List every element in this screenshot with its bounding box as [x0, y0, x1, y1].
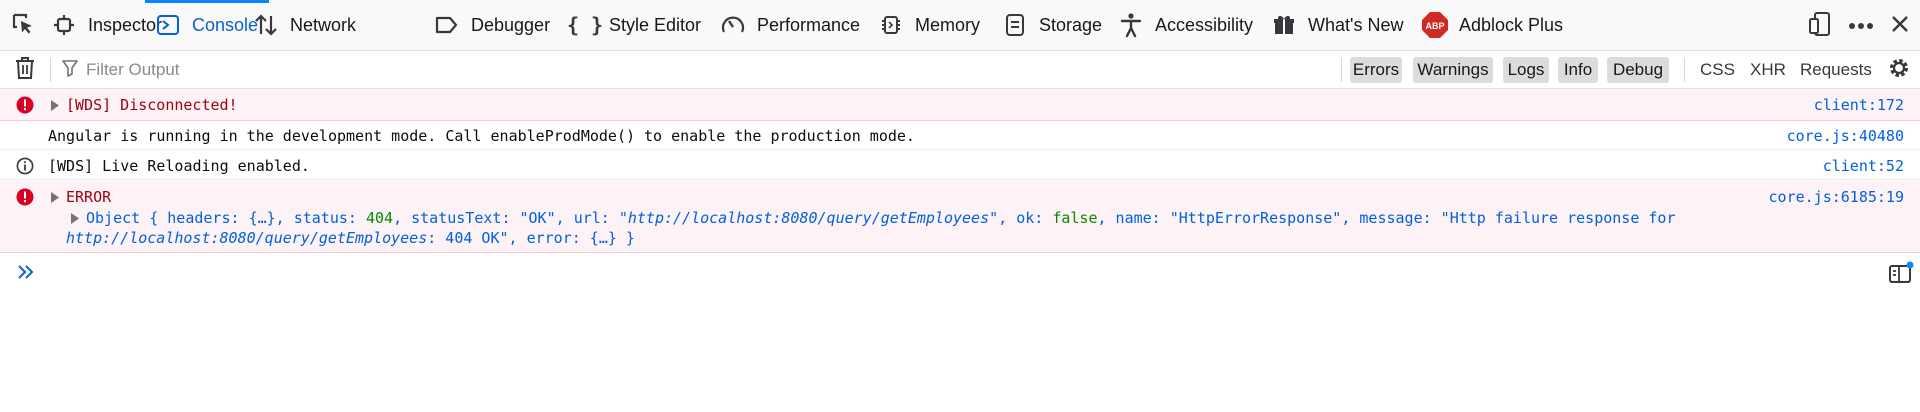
error-value: {…}: [589, 229, 617, 247]
double-chevron-right-icon: [16, 264, 36, 285]
tab-label: Adblock Plus: [1459, 14, 1564, 35]
object-expand-arrow-icon[interactable]: [70, 212, 80, 224]
tab-style-editor[interactable]: { } Style Editor: [566, 0, 702, 50]
element-picker-button[interactable]: [8, 11, 38, 41]
tab-network[interactable]: Network: [252, 0, 356, 50]
gauge-icon: [719, 11, 747, 39]
tab-whats-new[interactable]: What's New: [1270, 0, 1403, 50]
split-editor-icon: [1888, 261, 1914, 290]
error-icon: [16, 96, 34, 114]
filter-requests-button[interactable]: Requests: [1800, 60, 1872, 79]
toolbar-divider: [1684, 58, 1685, 82]
debugger-tag-icon: [433, 11, 461, 39]
trash-icon: [14, 56, 36, 85]
tab-label: Style Editor: [609, 14, 702, 35]
filter-box: [62, 57, 488, 83]
headers-value: {…}: [248, 209, 276, 227]
tab-label: Inspector: [88, 14, 163, 35]
expand-arrow-icon[interactable]: [50, 191, 60, 203]
more-options-button[interactable]: [1846, 11, 1876, 41]
clear-console-button[interactable]: [12, 56, 38, 85]
abp-logo-icon: ABP: [1421, 11, 1449, 39]
braces-icon: { }: [566, 13, 604, 37]
message-text: Angular is running in the development mo…: [48, 127, 915, 145]
object-label: Object: [86, 209, 141, 227]
tab-accessibility[interactable]: Accessibility: [1117, 0, 1253, 50]
filter-warnings-button[interactable]: Warnings: [1413, 57, 1493, 83]
abp-badge-text: ABP: [1425, 21, 1444, 31]
filter-xhr-button[interactable]: XHR: [1750, 60, 1786, 79]
database-icon: [1001, 11, 1029, 39]
console-icon: [154, 11, 182, 39]
filter-info-button[interactable]: Info: [1558, 57, 1598, 83]
expand-arrow-icon[interactable]: [50, 99, 60, 111]
tab-label: Network: [290, 14, 357, 35]
message-text: [WDS] Disconnected!: [66, 96, 238, 114]
console-input-prompt[interactable]: [14, 262, 38, 286]
accessibility-person-icon: [1117, 11, 1145, 39]
console-settings-button[interactable]: [1886, 57, 1912, 83]
console-message: ERROR core.js:6185:19 Object { headers: …: [0, 181, 1920, 253]
message-source-link[interactable]: core.js:6185:19: [1768, 188, 1904, 206]
message-source-link[interactable]: client:172: [1813, 96, 1904, 114]
info-icon: [16, 157, 34, 175]
tab-label: Accessibility: [1155, 14, 1254, 35]
tab-label: What's New: [1308, 14, 1404, 35]
tab-adblock-plus[interactable]: ABP Adblock Plus: [1421, 0, 1563, 50]
status-text-value: "OK": [519, 209, 556, 227]
object-preview-continued: http://localhost:8080/query/getEmployees…: [66, 229, 635, 247]
dock-options-button[interactable]: [1805, 11, 1835, 41]
console-message: [WDS] Live Reloading enabled. client:52: [0, 151, 1920, 180]
message-value-part3: : 404 OK": [427, 229, 509, 247]
message-value-part1: "Http failure response for: [1440, 209, 1676, 227]
tab-label: Console: [192, 14, 259, 35]
filter-logs-button[interactable]: Logs: [1503, 57, 1549, 83]
network-arrows-icon: [252, 11, 280, 39]
devtools-tab-bar: Inspector Console Network Debugger { } S…: [0, 0, 1920, 51]
tab-memory[interactable]: Memory: [877, 0, 980, 50]
responsive-design-icon: [1808, 11, 1832, 42]
filter-debug-button[interactable]: Debug: [1607, 57, 1669, 83]
name-value: "HttpErrorResponse": [1169, 209, 1342, 227]
message-text: [WDS] Live Reloading enabled.: [48, 157, 310, 175]
filter-errors-button[interactable]: Errors: [1350, 57, 1402, 83]
filter-output-input[interactable]: [84, 59, 488, 81]
tab-label: Memory: [915, 14, 981, 35]
toolbar-divider: [1341, 58, 1342, 82]
toolbar-divider: [50, 58, 51, 82]
console-message: Angular is running in the development mo…: [0, 122, 1920, 150]
close-devtools-button[interactable]: [1885, 11, 1915, 41]
gift-icon: [1270, 11, 1298, 39]
console-toolbar: Errors Warnings Logs Info Debug CSS XHR …: [0, 51, 1920, 89]
tab-inspector[interactable]: Inspector: [50, 0, 162, 50]
ok-value: false: [1052, 209, 1098, 227]
inspector-icon: [50, 11, 78, 39]
filter-css-button[interactable]: CSS: [1700, 60, 1735, 79]
status-value: 404: [365, 209, 394, 227]
tab-label: Debugger: [471, 14, 551, 35]
more-dots-icon: [1848, 17, 1874, 35]
console-message: [WDS] Disconnected! client:172: [0, 89, 1920, 121]
tab-debugger[interactable]: Debugger: [433, 0, 550, 50]
element-picker-icon: [10, 11, 36, 42]
tab-performance[interactable]: Performance: [719, 0, 860, 50]
filter-funnel-icon: [62, 59, 78, 82]
chip-icon: [877, 11, 905, 39]
gear-icon: [1886, 55, 1912, 86]
message-value-url: http://localhost:8080/query/getEmployees: [66, 229, 428, 247]
message-source-link[interactable]: core.js:40480: [1786, 127, 1904, 145]
error-icon: [16, 188, 34, 206]
url-value: "http://localhost:8080/query/getEmployee…: [618, 209, 999, 227]
tab-label: Storage: [1039, 14, 1103, 35]
editor-toggle-button[interactable]: [1888, 261, 1914, 290]
object-preview[interactable]: Object { headers: {…}, status: 404, stat…: [86, 209, 1676, 227]
close-icon: [1890, 14, 1910, 39]
tab-storage[interactable]: Storage: [1001, 0, 1102, 50]
tab-label: Performance: [757, 14, 861, 35]
tab-console[interactable]: Console: [144, 0, 270, 50]
message-text: ERROR: [66, 188, 112, 206]
message-source-link[interactable]: client:52: [1822, 157, 1904, 175]
